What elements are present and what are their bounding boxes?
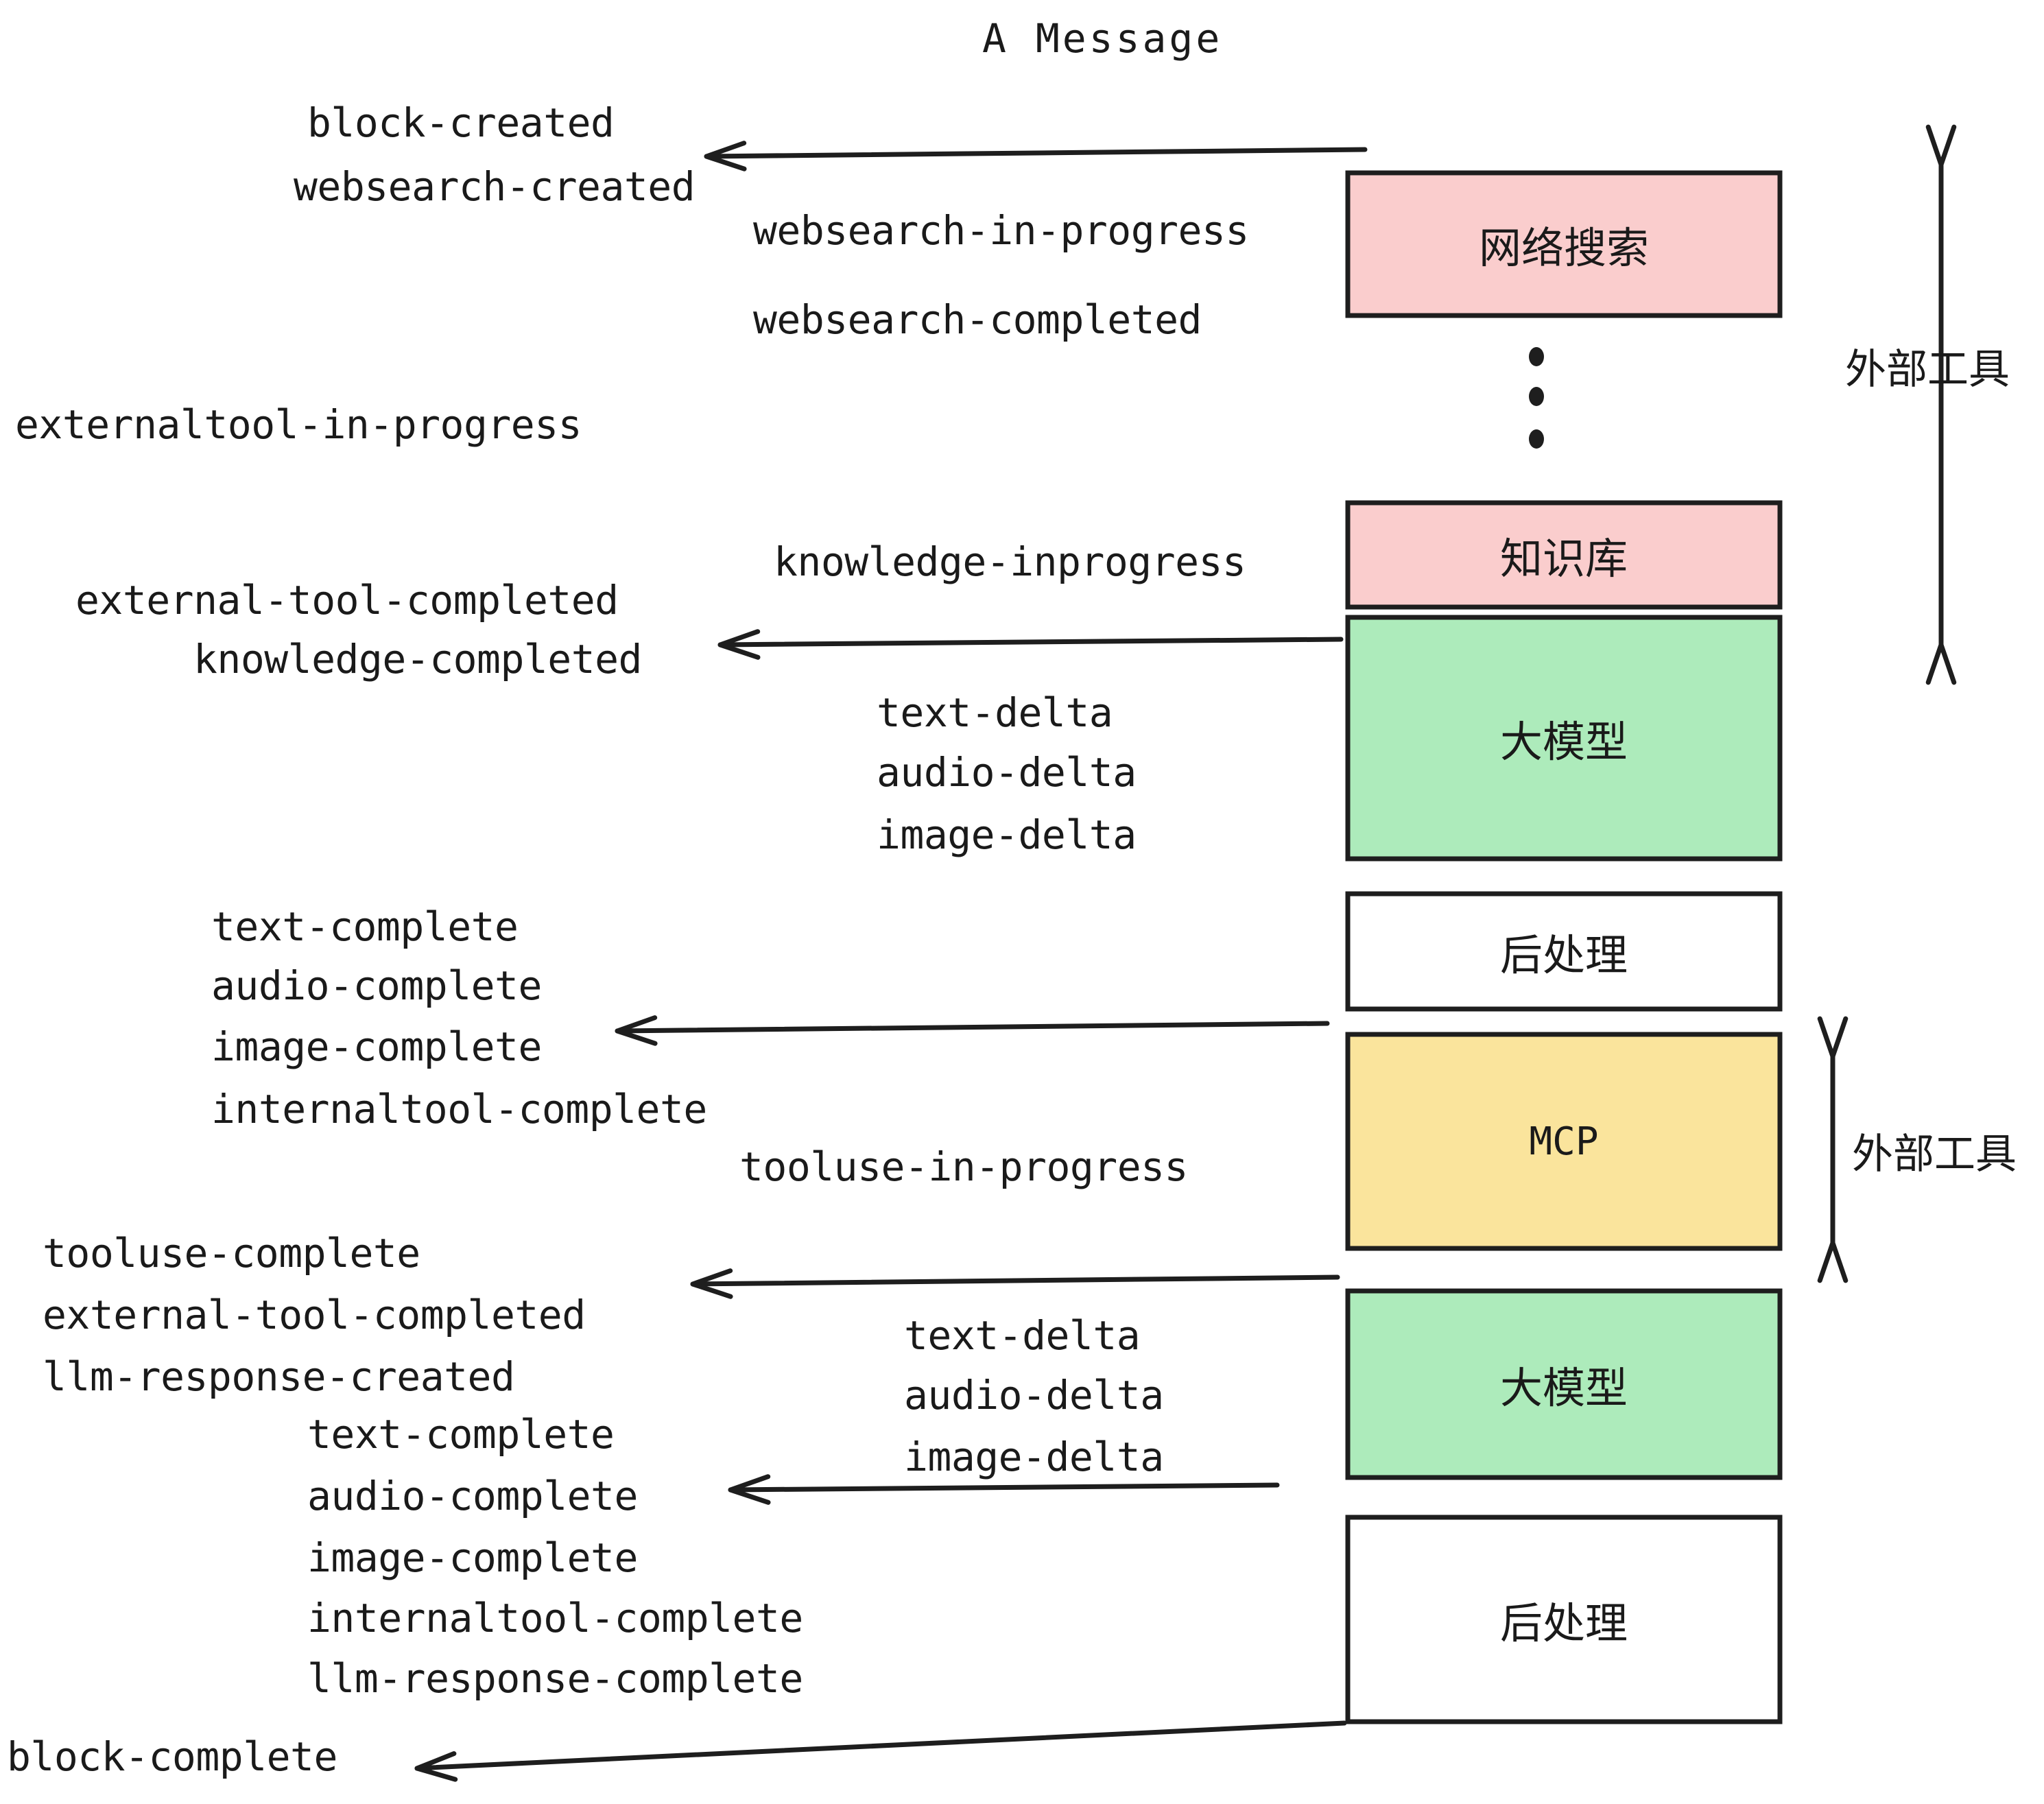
event-label-internaltool-complete-1: internaltool-complete xyxy=(211,1086,707,1132)
ellipsis-dot-2 xyxy=(1529,387,1544,406)
side-label-external-tool-lower: 外部工具 xyxy=(1852,1130,2017,1178)
box-postprocess-1[interactable] xyxy=(1345,891,1783,1012)
arrow-block-created-head xyxy=(704,141,747,171)
event-label-external-tool-completed-1: external-tool-completed xyxy=(75,577,619,624)
side-arrow-external-tool-upper-head-up xyxy=(1925,124,1957,167)
arrow-tooluse-complete xyxy=(690,1274,1340,1287)
box-websearch[interactable] xyxy=(1345,170,1783,318)
box-postprocess-2[interactable] xyxy=(1345,1515,1783,1724)
event-label-knowledge-inprogress: knowledge-inprogress xyxy=(774,538,1246,585)
event-label-image-complete-2: image-complete xyxy=(307,1534,638,1581)
event-label-image-delta-2: image-delta xyxy=(904,1434,1164,1480)
event-label-tooluse-complete: tooluse-complete xyxy=(43,1230,420,1277)
event-label-text-delta-1: text-delta xyxy=(877,689,1113,736)
arrow-block-complete xyxy=(414,1720,1347,1771)
event-label-image-complete-1: image-complete xyxy=(211,1023,542,1070)
arrow-block-complete-head xyxy=(414,1751,458,1782)
arrow-tooluse-complete-head xyxy=(690,1268,733,1299)
box-llm-2[interactable] xyxy=(1345,1288,1783,1480)
arrow-audio-complete-head xyxy=(728,1474,771,1505)
side-label-external-tool-upper: 外部工具 xyxy=(1845,346,2010,394)
side-arrow-external-tool-lower-head-down xyxy=(1817,1240,1849,1283)
event-label-websearch-completed: websearch-completed xyxy=(753,296,1202,343)
event-label-block-created: block-created xyxy=(307,99,615,146)
ellipsis-dot-3 xyxy=(1529,429,1544,449)
event-label-websearch-in-progress: websearch-in-progress xyxy=(753,207,1249,254)
event-label-block-complete: block-complete xyxy=(7,1733,337,1780)
page-title: A Message xyxy=(982,15,1223,62)
event-label-audio-delta-1: audio-delta xyxy=(877,749,1137,796)
event-label-llm-response-complete: llm-response-complete xyxy=(307,1655,803,1702)
event-label-image-delta-1: image-delta xyxy=(877,811,1137,858)
arrow-block-created xyxy=(704,147,1368,159)
event-label-audio-complete-2: audio-complete xyxy=(307,1473,638,1519)
event-label-websearch-created: websearch-created xyxy=(294,163,696,210)
event-label-audio-delta-2: audio-delta xyxy=(904,1372,1164,1419)
arrow-image-complete xyxy=(615,1021,1330,1034)
arrow-audio-complete xyxy=(728,1482,1280,1493)
event-label-knowledge-completed: knowledge-completed xyxy=(193,636,642,683)
event-label-internaltool-complete-2: internaltool-complete xyxy=(307,1595,803,1641)
arrow-knowledge-completed-head xyxy=(717,629,761,660)
event-label-llm-response-created: llm-response-created xyxy=(43,1353,515,1400)
event-label-external-tool-completed-2: external-tool-completed xyxy=(43,1292,586,1338)
box-llm-1[interactable] xyxy=(1345,615,1783,862)
box-knowledge[interactable] xyxy=(1345,500,1783,610)
side-arrow-external-tool-lower-head-up xyxy=(1817,1016,1849,1059)
arrow-image-complete-head xyxy=(615,1015,658,1046)
box-mcp[interactable] xyxy=(1345,1032,1783,1251)
event-label-tooluse-in-progress: tooluse-in-progress xyxy=(739,1143,1188,1190)
event-label-text-delta-2: text-delta xyxy=(904,1312,1141,1359)
side-arrow-external-tool-upper-head-down xyxy=(1925,642,1957,685)
arrow-knowledge-completed xyxy=(717,637,1344,648)
event-label-text-complete-2: text-complete xyxy=(307,1411,615,1458)
ellipsis-dot-1 xyxy=(1529,347,1544,366)
event-label-externaltool-in-progress: externaltool-in-progress xyxy=(15,401,582,448)
event-label-audio-complete-1: audio-complete xyxy=(211,962,542,1009)
event-label-text-complete-1: text-complete xyxy=(211,903,519,950)
